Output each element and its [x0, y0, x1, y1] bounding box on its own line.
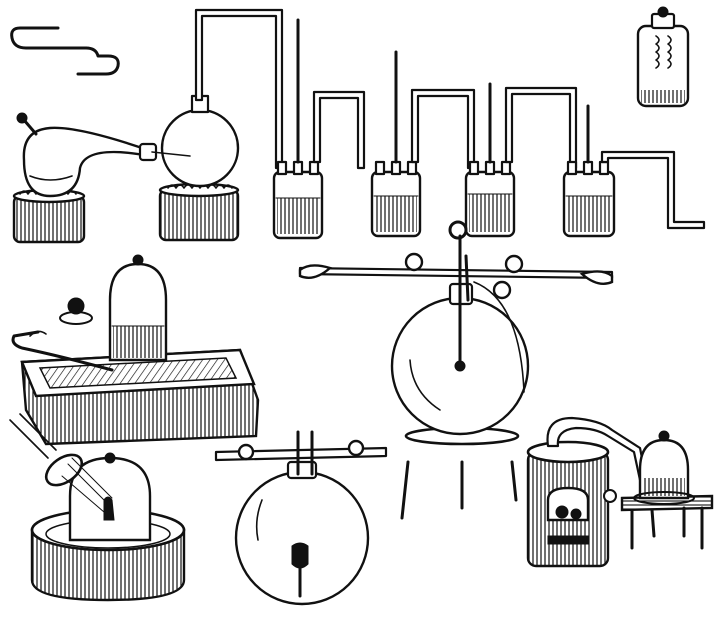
- wash-bottle-1: [272, 18, 324, 240]
- wash-bottle-4: [562, 104, 616, 238]
- receiver-flask-on-furnace: [151, 8, 284, 242]
- retort-on-furnace: [12, 112, 158, 244]
- small-stand: [620, 430, 714, 550]
- reagent-bottle: [636, 6, 690, 108]
- s-tube-icon: [10, 26, 120, 76]
- small-dish: [59, 297, 93, 325]
- wash-bottle-train: [272, 18, 706, 240]
- glass-tray-with-bell-jar-and-lens: [9, 413, 186, 602]
- large-flask-on-tripod-with-balance-arm: [298, 220, 614, 520]
- magnifying-lens: [9, 413, 113, 513]
- bell-jar-on-heating-block: [11, 254, 260, 446]
- wash-bottle-3: [464, 82, 516, 238]
- wash-bottle-2: [370, 50, 422, 238]
- stove-with-bell-jar-on-stand: [526, 416, 714, 568]
- round-flask-with-glass-rod: [214, 430, 388, 606]
